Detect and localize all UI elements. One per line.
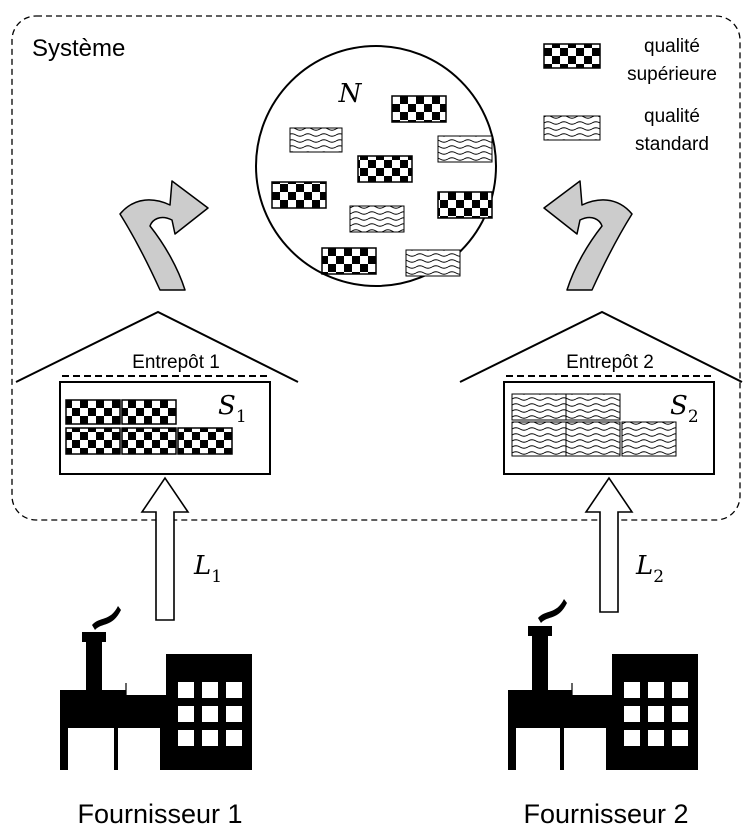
supply-arrow-2 (584, 476, 634, 613)
pool-product-standard (349, 205, 405, 233)
warehouse-2-product (511, 421, 567, 457)
supplier-1-label: Fournisseur 1 (77, 799, 242, 829)
factory-2-smoke (538, 599, 567, 623)
warehouse-1-product (121, 399, 177, 425)
warehouse-2-stock-sub: 2 (688, 407, 699, 427)
factory-2-icon (508, 599, 698, 770)
delivery-arrow-right (543, 180, 633, 291)
legend-premium-line1: qualité (644, 36, 700, 57)
warehouse-1-stock-sub: 1 (236, 407, 247, 427)
pool-label: N (338, 79, 363, 109)
warehouse-2: Entrepôt 2 S2 (459, 310, 743, 475)
warehouse-1-stock-symbol: S (218, 391, 236, 421)
warehouse-1-product (65, 427, 121, 455)
system-label: Système (32, 35, 125, 62)
supplier-2-label: Fournisseur 2 (523, 799, 688, 829)
warehouse-1-product (65, 399, 121, 425)
supply-flow-2-sub: 2 (653, 567, 664, 587)
pool-product-premium (271, 181, 327, 209)
warehouse-2-stock-symbol: S (670, 391, 688, 421)
warehouse-2-product (621, 421, 677, 457)
pool-product-standard (437, 135, 493, 163)
supply-flow-1-sub: 1 (211, 567, 222, 587)
legend: qualité supérieure qualité standard (543, 36, 717, 155)
warehouse-1-roof (15, 310, 299, 383)
legend-premium-line2: supérieure (627, 64, 717, 85)
pool-product-premium (321, 247, 377, 275)
warehouse-1-stock: S1 (218, 391, 247, 427)
warehouse-2-label: Entrepôt 2 (566, 352, 654, 373)
delivery-arrow-left (119, 180, 209, 291)
warehouse-1-label: Entrepôt 1 (132, 352, 220, 373)
legend-premium-swatch (543, 43, 601, 69)
legend-standard-line2: standard (635, 134, 709, 155)
warehouse-2-stock: S2 (670, 391, 699, 427)
warehouse-1-product (177, 427, 233, 455)
warehouse-2-product (511, 393, 567, 421)
warehouse-2-product (565, 421, 621, 457)
pool-product-premium (357, 155, 413, 183)
factory-1-smoke (92, 606, 121, 630)
supply-flow-1-label: L1 (193, 551, 222, 587)
warehouse-2-roof (459, 310, 743, 383)
pool-product-premium (391, 95, 447, 123)
pool-product-premium (437, 191, 493, 219)
supply-flow-1-symbol: L (193, 551, 211, 581)
system-boundary (11, 15, 741, 521)
pool-product-standard (289, 127, 343, 153)
supply-flow-2-symbol: L (635, 551, 653, 581)
supply-arrow-1 (140, 476, 190, 621)
warehouse-2-product (565, 393, 621, 421)
warehouse-1-product (121, 427, 177, 455)
warehouse-1: Entrepôt 1 S1 (15, 310, 299, 475)
customer-pool: N (255, 45, 497, 287)
factory-1-icon (60, 606, 252, 770)
legend-standard-swatch (543, 115, 601, 141)
supply-flow-2-label: L2 (635, 551, 664, 587)
pool-product-standard (405, 249, 461, 277)
legend-standard-line1: qualité (644, 106, 700, 127)
